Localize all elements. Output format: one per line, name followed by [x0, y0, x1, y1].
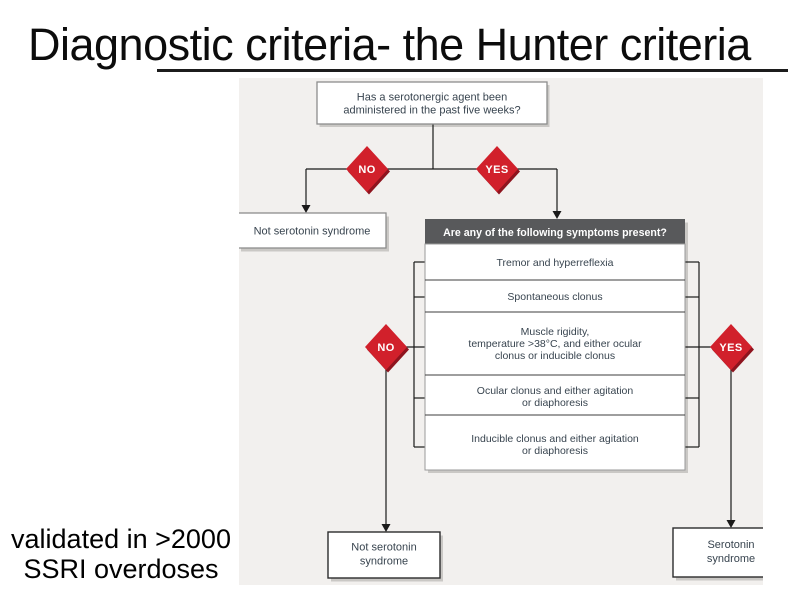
svg-text:Muscle rigidity,: Muscle rigidity,: [521, 326, 590, 338]
arrowhead-to-outcome-positive: [726, 520, 736, 528]
symptom-row-4: Ocular clonus and either agitation or di…: [477, 385, 634, 409]
symptom-row-1: Tremor and hyperreflexia: [497, 257, 614, 269]
footnote-line-1: validated in >2000: [11, 524, 231, 554]
page-title: Diagnostic criteria- the Hunter criteria: [28, 19, 751, 70]
footnote-line-2: SSRI overdoses: [23, 554, 219, 584]
svg-text:syndrome: syndrome: [360, 556, 408, 568]
footnote: validated in >2000 SSRI overdoses: [10, 524, 232, 584]
title-underline: [157, 69, 788, 72]
symptoms-header: [425, 219, 685, 244]
not-serotonin-box: Not serotonin syndrome: [239, 212, 387, 249]
svg-text:temperature >38°C, and either: temperature >38°C, and either ocular: [468, 338, 642, 350]
flowchart-canvas: Has a serotonergic agent been administer…: [239, 81, 763, 582]
svg-text:Tremor and hyperreflexia: Tremor and hyperreflexia: [497, 257, 614, 269]
symptoms-panel: Are any of the following symptoms presen…: [424, 219, 686, 471]
yes-label-symptoms: YES: [719, 342, 742, 354]
yes-diamond-top: YES: [476, 146, 520, 195]
arrowhead-to-symptoms: [552, 211, 562, 219]
question-line-1: Has a serotonergic agent been: [357, 92, 507, 104]
svg-text:syndrome: syndrome: [707, 553, 755, 565]
no-label-top: NO: [358, 164, 375, 176]
yes-diamond-symptoms: YES: [710, 324, 754, 373]
symptom-row-2: Spontaneous clonus: [507, 291, 602, 303]
svg-text:or diaphoresis: or diaphoresis: [522, 445, 588, 457]
svg-text:Ocular clonus and either agita: Ocular clonus and either agitation: [477, 385, 634, 397]
not-serotonin-label: Not serotonin syndrome: [254, 226, 371, 238]
symptom-row-3: Muscle rigidity, temperature >38°C, and …: [468, 326, 642, 362]
symptoms-header-label: Are any of the following symptoms presen…: [443, 227, 667, 239]
arrowhead-to-outcome-negative: [381, 524, 391, 532]
outcome-not-serotonin-box: Not serotonin syndrome: [327, 531, 441, 579]
svg-text:Inducible clonus and either ag: Inducible clonus and either agitation: [471, 433, 639, 445]
svg-text:Serotonin: Serotonin: [707, 539, 754, 551]
no-diamond-symptoms: NO: [365, 324, 409, 373]
symptom-row-5: Inducible clonus and either agitation or…: [471, 433, 639, 457]
no-diamond-top: NO: [346, 146, 390, 195]
svg-text:clonus or inducible clonus: clonus or inducible clonus: [495, 350, 615, 362]
question-box: Has a serotonergic agent been administer…: [316, 81, 548, 125]
svg-text:or diaphoresis: or diaphoresis: [522, 397, 588, 409]
svg-text:Spontaneous clonus: Spontaneous clonus: [507, 291, 602, 303]
hunter-criteria-flowchart: Has a serotonergic agent been administer…: [239, 78, 763, 585]
svg-text:Not serotonin: Not serotonin: [351, 542, 416, 554]
question-line-2: administered in the past five weeks?: [343, 105, 520, 117]
arrowhead-to-not-serotonin: [301, 205, 311, 213]
outcome-serotonin-box: Serotonin syndrome: [672, 527, 763, 578]
no-label-symptoms: NO: [377, 342, 394, 354]
yes-label-top: YES: [485, 164, 508, 176]
